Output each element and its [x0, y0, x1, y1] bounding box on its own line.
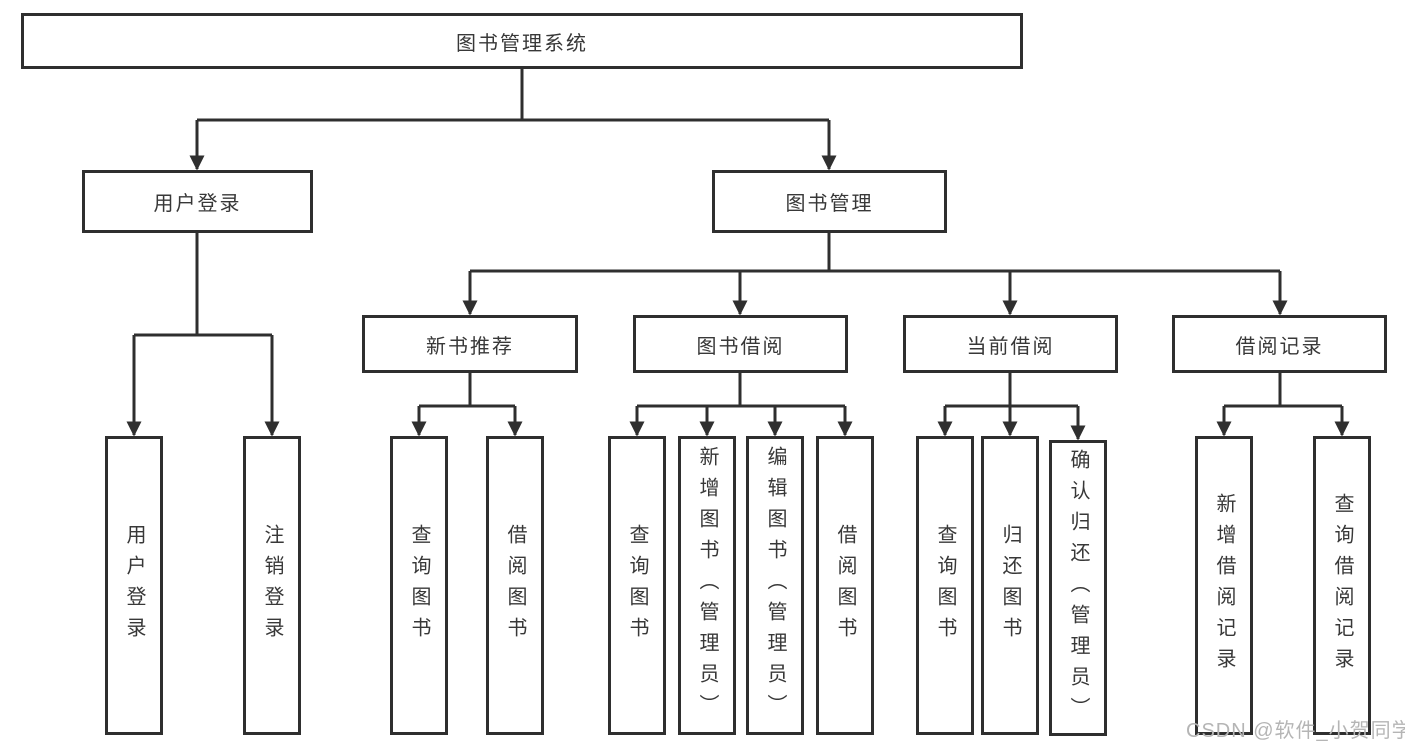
node-user-login: 用户登录: [82, 170, 313, 233]
node-leaf-borrow-query-books: 查询图书: [608, 436, 666, 735]
node-leaf-current-confirm-return-admin: 确认归还（管理员）: [1049, 440, 1107, 736]
node-leaf-logout: 注销登录: [243, 436, 301, 735]
node-leaf-newbook-query-books: 查询图书: [390, 436, 448, 735]
node-borrow-record: 借阅记录: [1172, 315, 1387, 373]
node-leaf-user-login: 用户登录: [105, 436, 163, 735]
csdn-watermark: CSDN @软件_小贺同学: [1186, 720, 1405, 742]
node-root-system: 图书管理系统: [21, 13, 1023, 69]
node-leaf-current-return-books: 归还图书: [981, 436, 1039, 735]
node-new-book-recommend: 新书推荐: [362, 315, 578, 373]
node-leaf-record-add: 新增借阅记录: [1195, 436, 1253, 735]
node-book-management: 图书管理: [712, 170, 947, 233]
node-leaf-newbook-borrow-books: 借阅图书: [486, 436, 544, 735]
node-leaf-borrow-add-books-admin: 新增图书（管理员）: [678, 436, 736, 735]
node-leaf-record-query: 查询借阅记录: [1313, 436, 1371, 735]
node-current-borrow: 当前借阅: [903, 315, 1118, 373]
node-leaf-current-query-books: 查询图书: [916, 436, 974, 735]
node-leaf-borrow-edit-books-admin: 编辑图书（管理员）: [746, 436, 804, 735]
node-book-borrow: 图书借阅: [633, 315, 848, 373]
node-leaf-borrow-borrow-books: 借阅图书: [816, 436, 874, 735]
